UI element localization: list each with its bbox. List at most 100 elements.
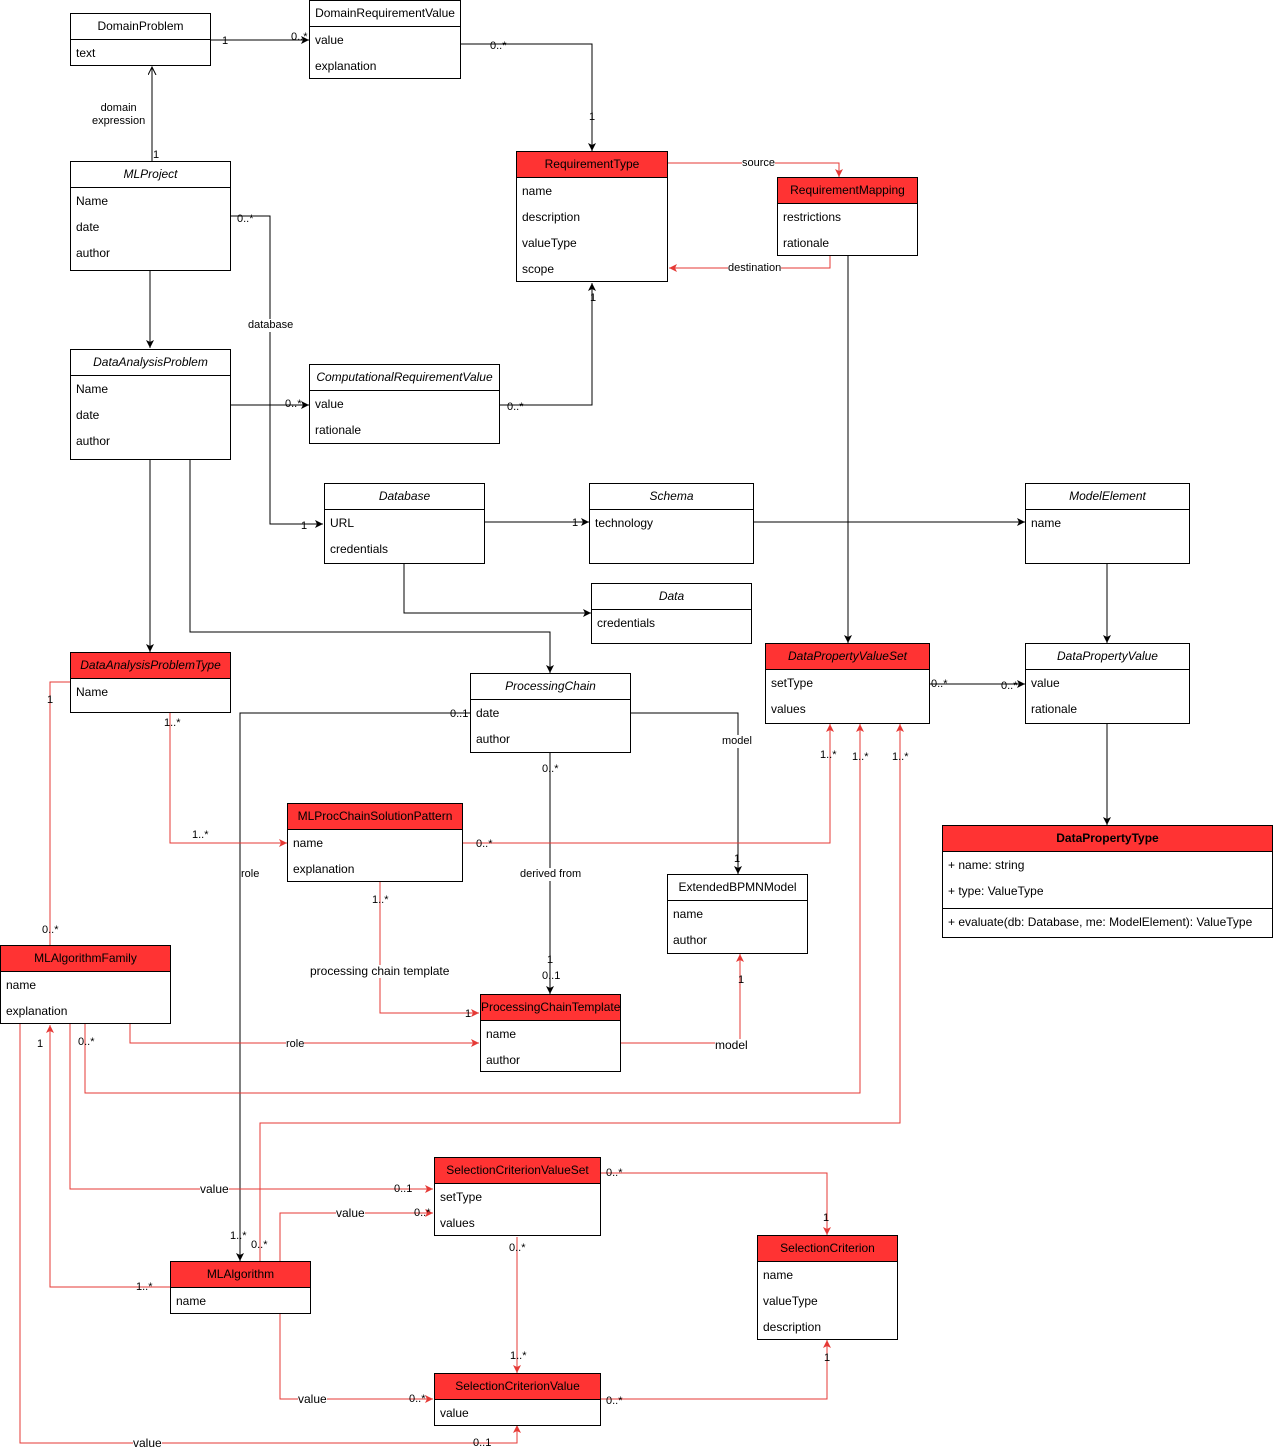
compartment-divider	[943, 908, 1272, 909]
class-data-property-value-set[interactable]: DataPropertyValueSet setType values	[765, 643, 930, 724]
multiplicity: 0..*	[409, 1393, 426, 1405]
multiplicity: 1	[37, 1038, 44, 1050]
attribute: + type: ValueType	[948, 884, 1044, 898]
edge-alg-scv	[279, 1313, 433, 1403]
multiplicity: 1	[734, 853, 741, 865]
attribute: value	[315, 33, 344, 47]
edge-crv-rt	[500, 283, 596, 406]
multiplicity: 0..*	[931, 678, 948, 690]
attribute: name	[1031, 516, 1062, 530]
attribute: explanation	[315, 59, 377, 73]
attribute: rationale	[1031, 702, 1078, 716]
class-schema[interactable]: Schema technology	[589, 483, 754, 564]
edge-scv-sc	[601, 1340, 831, 1400]
class-ml-proc-chain-solution-pattern[interactable]: MLProcChainSolutionPattern name explanat…	[287, 803, 463, 882]
multiplicity: 1	[589, 111, 596, 123]
edge-rt-rm-source	[668, 162, 843, 177]
multiplicity: 1..*	[230, 1230, 247, 1242]
multiplicity: 0..*	[509, 1242, 526, 1254]
edge-pc-bpmn	[631, 712, 742, 874]
multiplicity: 0..*	[285, 398, 302, 410]
attribute: author	[76, 434, 111, 448]
attribute: description	[763, 1320, 822, 1334]
class-processing-chain[interactable]: ProcessingChain date author	[470, 673, 631, 753]
multiplicity: 0..*	[1001, 680, 1018, 692]
role-label-source: source	[742, 157, 776, 170]
edge-rm-rt-destination	[669, 256, 831, 272]
class-data[interactable]: Data credentials	[591, 583, 752, 644]
attribute: value	[1031, 676, 1060, 690]
attribute: scope	[522, 262, 555, 276]
class-selection-criterion-value-set[interactable]: SelectionCriterionValueSet setType value…	[434, 1157, 601, 1236]
class-ml-project[interactable]: MLProject Name date author	[70, 161, 231, 271]
edge-pct-bpmn	[621, 954, 744, 1044]
attribute: author	[476, 732, 511, 746]
class-selection-criterion-value[interactable]: SelectionCriterionValue value	[434, 1373, 601, 1426]
multiplicity: 1	[465, 1008, 472, 1020]
attribute: date	[476, 706, 500, 720]
class-database[interactable]: Database URL credentials	[324, 483, 485, 564]
edge-dapt-pat	[169, 713, 287, 847]
class-name: Schema	[590, 484, 753, 510]
class-name: DataPropertyValueSet	[766, 644, 929, 670]
class-selection-criterion[interactable]: SelectionCriterion name valueType descri…	[757, 1235, 898, 1340]
class-name: DataPropertyValue	[1026, 644, 1189, 670]
class-data-analysis-problem-type[interactable]: DataAnalysisProblemType Name	[70, 652, 231, 713]
attribute: setType	[771, 676, 814, 690]
multiplicity: 0..1	[450, 708, 469, 720]
multiplicity: 1	[824, 1352, 831, 1364]
multiplicity: 0..*	[490, 40, 507, 52]
multiplicity: 0..1	[542, 970, 561, 982]
class-name: Database	[325, 484, 484, 510]
multiplicity: 1..*	[136, 1281, 153, 1293]
operation: + evaluate(db: Database, me: ModelElemen…	[948, 915, 1253, 929]
role-label-derived-from: derived from	[520, 868, 582, 881]
edge-alg-dpvs	[259, 724, 904, 1261]
role-label: domain expression	[92, 102, 146, 128]
class-name: MLProcChainSolutionPattern	[288, 804, 462, 830]
class-computational-requirement-value[interactable]: ComputationalRequirementValue value rati…	[309, 364, 500, 444]
edge-dapt-fam	[49, 681, 70, 945]
class-extended-bpmn-model[interactable]: ExtendedBPMNModel name author	[667, 874, 808, 954]
class-domain-problem[interactable]: DomainProblem text	[70, 13, 211, 66]
role-label-model: model	[722, 735, 752, 748]
edge-scvs-sc	[601, 1172, 831, 1235]
class-requirement-type[interactable]: RequirementType name description valueTy…	[516, 151, 668, 282]
attribute: valueType	[763, 1294, 818, 1308]
attribute: Name	[76, 194, 109, 208]
multiplicity: 1	[738, 974, 745, 986]
role-label-role: role	[241, 868, 260, 881]
class-ml-algorithm-family[interactable]: MLAlgorithmFamily name explanation	[0, 945, 171, 1024]
multiplicity: 1	[222, 35, 229, 47]
attribute: explanation	[293, 862, 355, 876]
multiplicity: 0..*	[542, 763, 559, 775]
multiplicity: 1	[823, 1212, 830, 1224]
multiplicity: 1..*	[892, 751, 909, 763]
edge-fam-scv	[19, 1024, 521, 1444]
class-data-property-value[interactable]: DataPropertyValue value rationale	[1025, 643, 1190, 724]
class-name: DataAnalysisProblemType	[71, 653, 230, 679]
class-domain-requirement-value[interactable]: DomainRequirementValue value explanation	[309, 0, 461, 79]
class-data-property-type[interactable]: DataPropertyType + name: string + type: …	[942, 825, 1273, 938]
multiplicity: 0..*	[237, 213, 254, 225]
role-label-destination: destination	[728, 262, 782, 275]
edge-mlp-db	[231, 215, 323, 528]
class-data-analysis-problem[interactable]: DataAnalysisProblem Name date author	[70, 349, 231, 460]
attribute: name	[522, 184, 553, 198]
edge-fam-scvs	[69, 1024, 433, 1193]
attribute: date	[76, 408, 100, 422]
multiplicity: 0..*	[78, 1036, 95, 1048]
class-processing-chain-template[interactable]: ProcessingChainTemplate name author	[480, 994, 621, 1072]
attribute: name	[486, 1027, 517, 1041]
role-label-value: value	[298, 1392, 327, 1406]
multiplicity: 0..*	[42, 924, 59, 936]
class-model-element[interactable]: ModelElement name	[1025, 483, 1190, 564]
multiplicity: 1..*	[164, 717, 181, 729]
multiplicity: 1..*	[372, 894, 389, 906]
multiplicity: 1	[47, 694, 54, 706]
class-ml-algorithm[interactable]: MLAlgorithm name	[170, 1261, 311, 1314]
attribute: name	[293, 836, 324, 850]
edge-pat-dpvs	[463, 724, 834, 844]
class-requirement-mapping[interactable]: RequirementMapping restrictions rational…	[777, 177, 918, 256]
attribute: author	[486, 1053, 521, 1067]
